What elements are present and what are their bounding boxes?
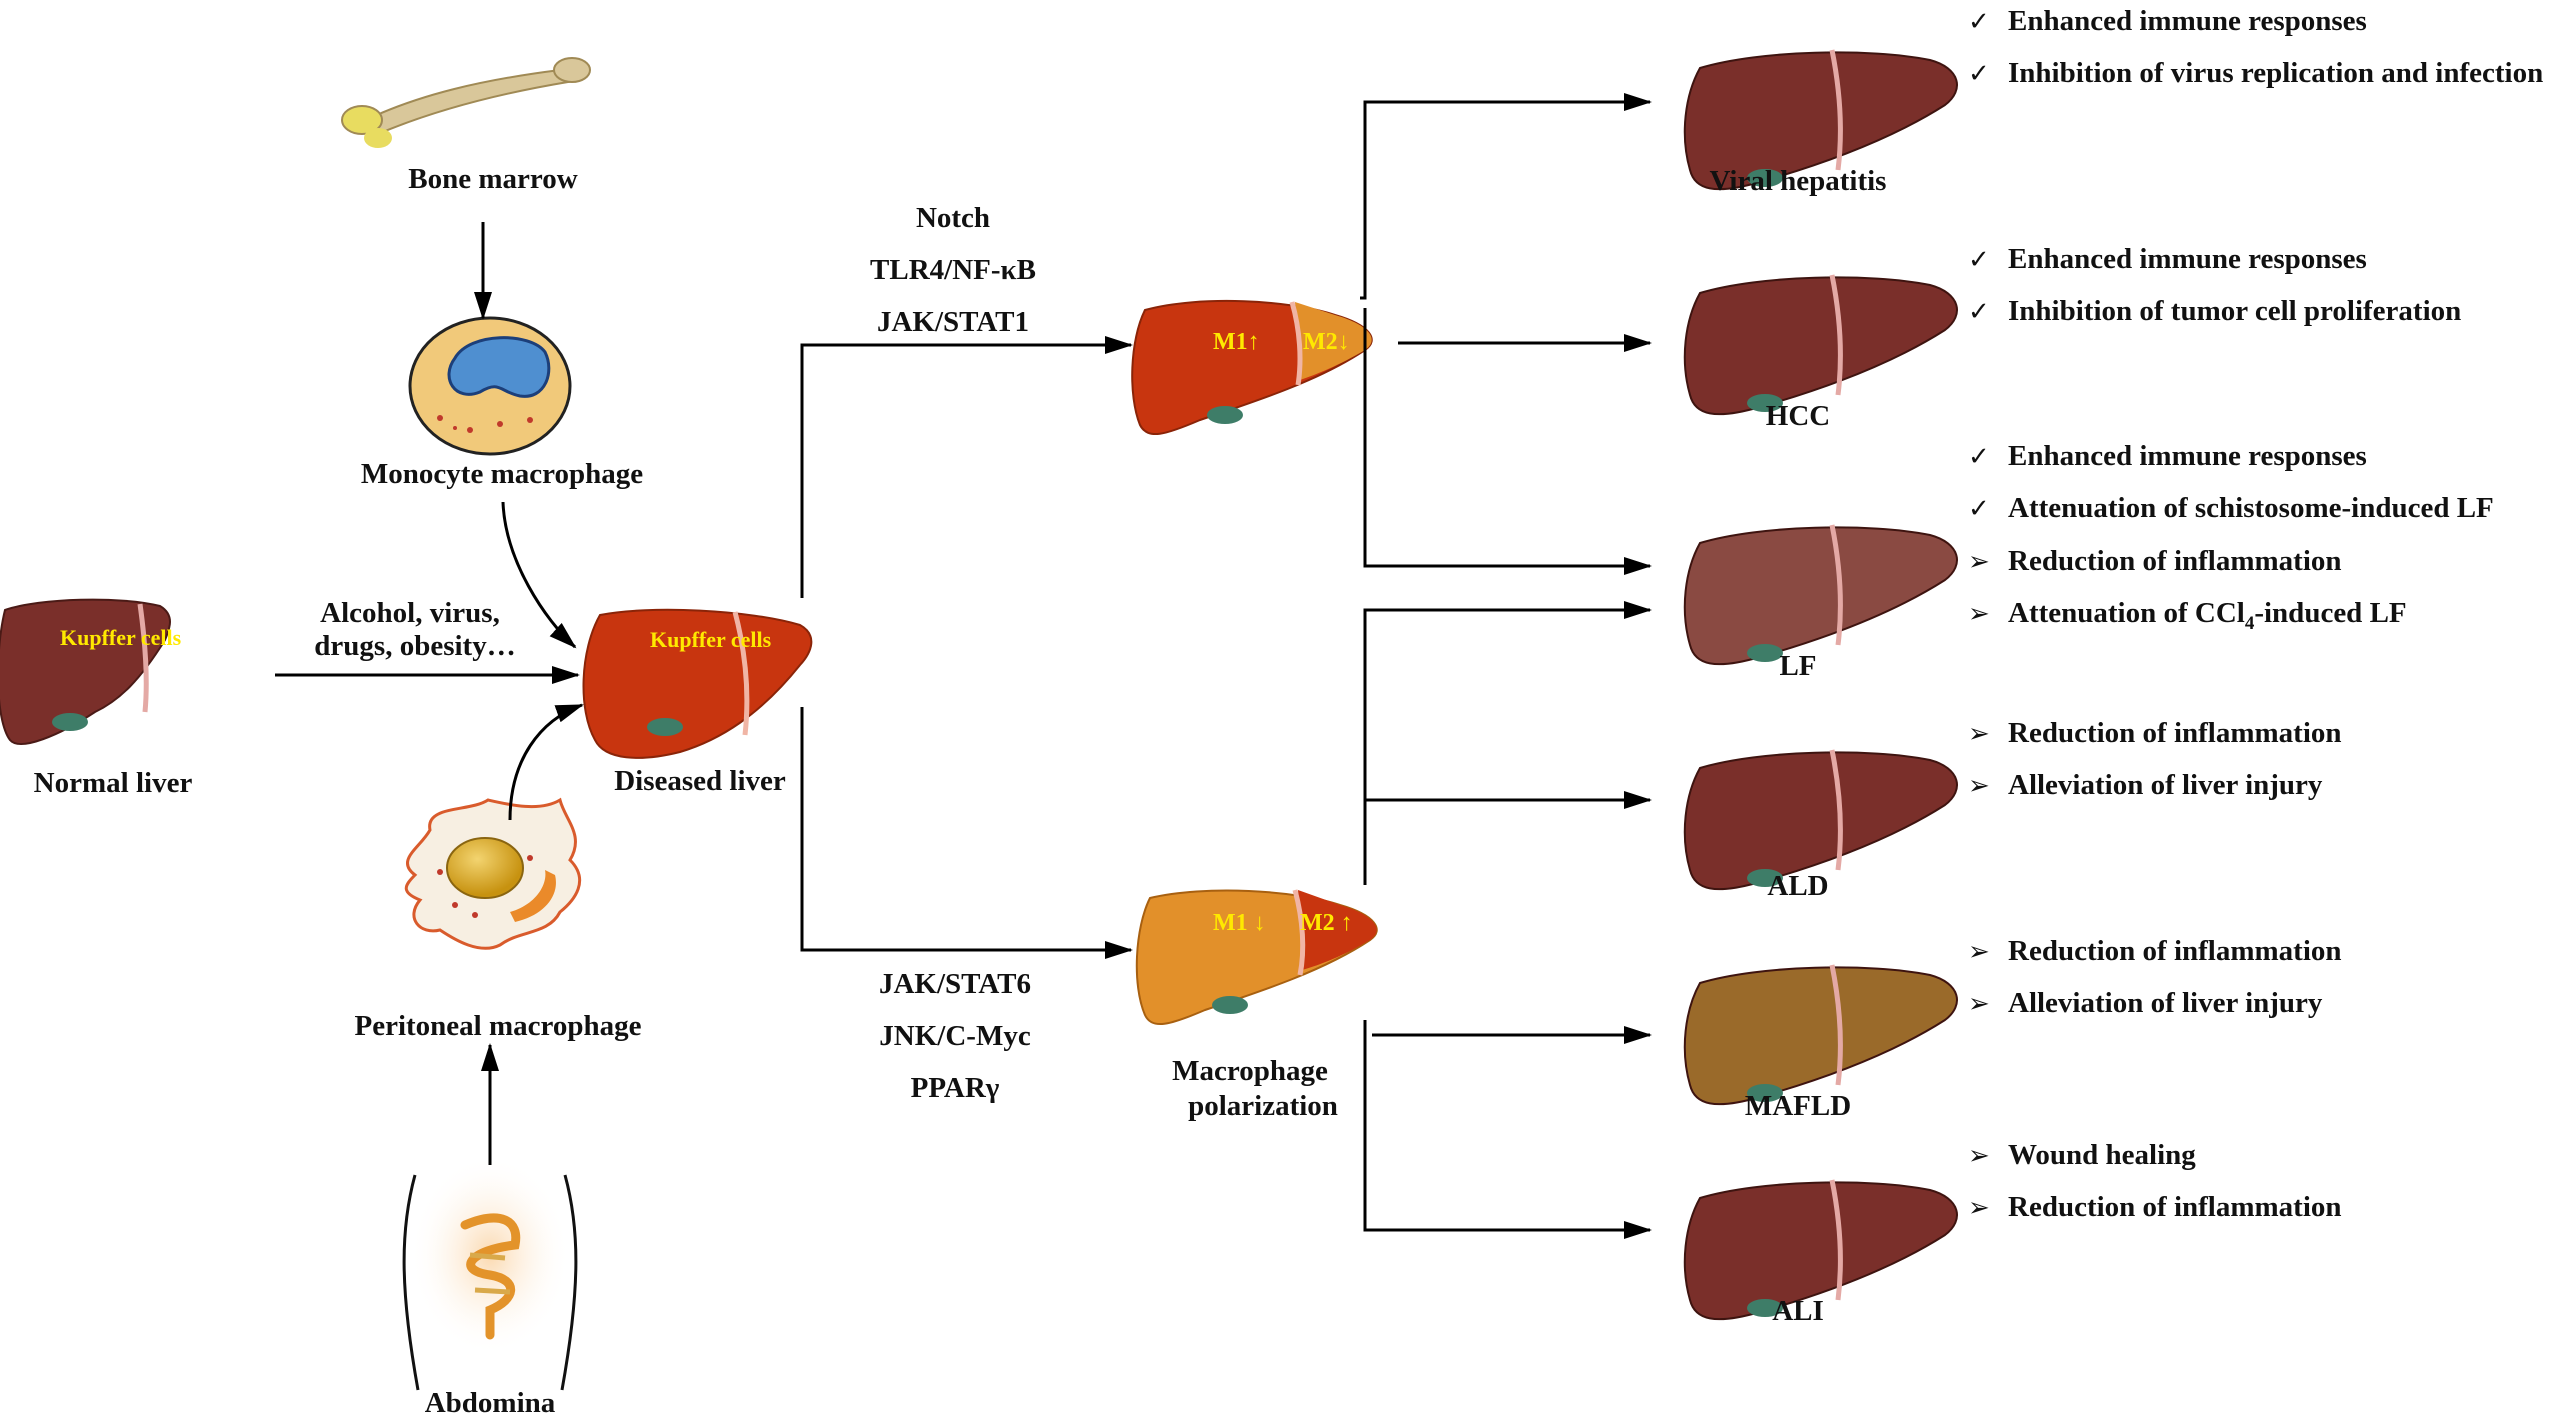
arrow-bullet-icon: ➢ [1968,771,1990,801]
hcc-label: HCC [1765,400,1831,432]
check-icon: ✓ [1968,7,1990,37]
m2-down-label: M2↓ [1303,329,1350,355]
viral-hepatitis-label: Viral hepatitis [1709,165,1887,197]
abdomen-icon [402,1155,578,1391]
effect-item: ✓ Enhanced immune responses [1968,5,2367,38]
pathway-jnk-cmyc: JNK/C-Myc [879,1020,1031,1052]
pathway-tlr4-nfkb: TLR4/NF-κB [870,254,1036,286]
arrow-bullet-icon: ➢ [1968,989,1990,1019]
arrow-bullet-icon: ➢ [1968,1141,1990,1171]
effect-text: Reduction of inflammation [2008,935,2342,967]
arrow-bullet-icon: ➢ [1968,719,1990,749]
macrophage-polarization-label-1: Macrophage [1172,1055,1328,1087]
effect-text: Enhanced immune responses [2008,440,2367,472]
trigger-line1: Alcohol, virus, [320,597,500,629]
effect-text: Reduction of inflammation [2008,1191,2342,1223]
m1-down-label: M1 ↓ [1213,910,1266,936]
mafld-liver-icon [1683,964,1958,1106]
ald-label: ALD [1767,870,1829,902]
effect-text: Enhanced immune responses [2008,5,2367,37]
effect-text: Reduction of inflammation [2008,545,2342,577]
bone-marrow-icon [341,57,591,148]
effect-text: Enhanced immune responses [2008,243,2367,275]
connector-lines [275,93,1652,1239]
ali-liver-icon [1683,1179,1958,1321]
m2-polarized-liver-icon [1135,889,1378,1026]
arrow-bullet-icon: ➢ [1968,547,1990,577]
ald-liver-icon [1683,749,1958,891]
m1-up-label: M1↑ [1213,329,1260,355]
peritoneal-macrophage-label: Peritoneal macrophage [354,1010,642,1042]
effect-item: ➢ Alleviation of liver injury [1968,987,2322,1020]
effect-item: ➢ Reduction of inflammation [1968,1191,2342,1224]
effect-item: ✓ Inhibition of tumor cell proliferation [1968,295,2461,328]
m2-up-label: M2 ↑ [1300,910,1353,936]
macrophage-polarization-label-2: polarization [1188,1090,1338,1122]
arrow-bullet-icon: ➢ [1968,599,1990,629]
effect-text: Alleviation of liver injury [2008,769,2323,801]
effect-item: ✓ Attenuation of schistosome-induced LF [1968,492,2494,525]
diseased-liver-label: Diseased liver [614,765,786,797]
effect-item: ➢ Reduction of inflammation [1968,935,2342,968]
pathway-jak-stat6: JAK/STAT6 [878,968,1032,1000]
check-icon: ✓ [1968,59,1990,89]
lf-liver-icon [1683,524,1958,666]
effect-item: ➢ Alleviation of liver injury [1968,769,2322,802]
effect-text: Attenuation of schistosome-induced LF [2008,492,2494,524]
effect-text: Attenuation of CCl4-induced LF [2008,597,2407,634]
abdomina-label: Abdomina [424,1387,556,1419]
monocyte-macrophage-label: Monocyte macrophage [360,458,644,490]
effect-text: Inhibition of tumor cell proliferation [2008,295,2462,327]
effect-item: ✓ Inhibition of virus replication and inf… [1968,57,2543,90]
normal-liver-kupffer-label: Kupffer cells [60,625,182,650]
pathway-ppar-gamma: PPARγ [910,1072,1000,1104]
check-icon: ✓ [1968,442,1990,472]
m1-polarized-liver-icon [1131,299,1373,436]
effect-item: ➢ Attenuation of CCl4-induced LF [1968,597,2407,635]
check-icon: ✓ [1968,494,1990,524]
peritoneal-macrophage-icon [404,797,582,950]
normal-liver-icon [0,598,171,745]
effect-text: Wound healing [2008,1139,2196,1171]
effect-item: ➢ Reduction of inflammation [1968,717,2342,750]
monocyte-cell-icon [408,316,572,456]
effect-text: Reduction of inflammation [2008,717,2342,749]
hcc-liver-icon [1683,274,1958,416]
effect-text: Inhibition of virus replication and infe… [2008,57,2544,89]
check-icon: ✓ [1968,297,1990,327]
diseased-liver-kupffer-label: Kupffer cells [650,627,772,652]
pathway-jak-stat1: JAK/STAT1 [876,306,1030,338]
normal-liver-label: Normal liver [33,767,193,799]
ali-label: ALI [1772,1295,1824,1327]
mafld-label: MAFLD [1744,1090,1852,1122]
effect-text: Alleviation of liver injury [2008,987,2323,1019]
arrow-bullet-icon: ➢ [1968,1193,1990,1223]
m1-pathway-list: Notch TLR4/NF-κB JAK/STAT1 [870,192,1036,348]
check-icon: ✓ [1968,245,1990,275]
bone-marrow-label: Bone marrow [408,163,578,195]
lf-label: LF [1779,650,1817,682]
diseased-liver-icon [582,608,813,759]
effect-item: ✓ Enhanced immune responses [1968,440,2367,473]
m2-pathway-list: JAK/STAT6 JNK/C-Myc PPARγ [879,958,1031,1114]
viral-hepatitis-liver-icon [1683,49,1958,191]
pathway-notch: Notch [915,202,991,234]
effect-item: ➢ Reduction of inflammation [1968,545,2342,578]
arrow-bullet-icon: ➢ [1968,937,1990,967]
effect-item: ➢ Wound healing [1968,1139,2196,1172]
trigger-line2: drugs, obesity… [314,630,516,662]
effect-item: ✓ Enhanced immune responses [1968,243,2367,276]
